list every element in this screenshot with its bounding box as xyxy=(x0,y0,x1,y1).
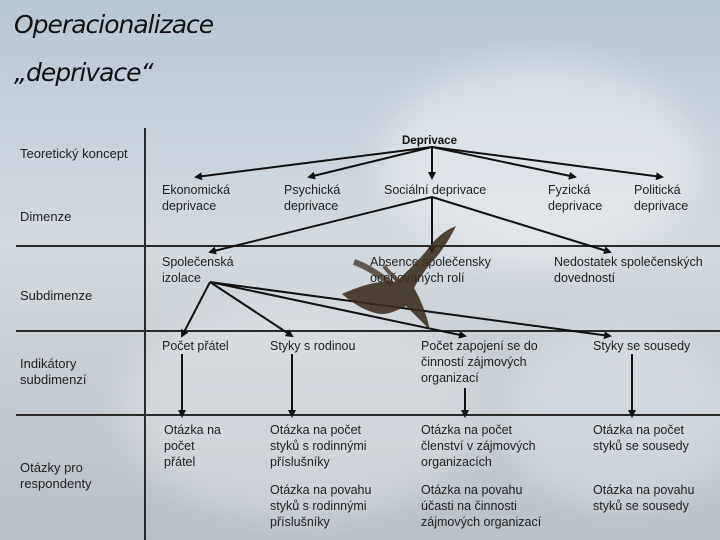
arrow-social-isolation xyxy=(208,196,433,255)
row-label-dimensions: Dimenze xyxy=(20,209,72,224)
dimension-economic: Ekonomická deprivace xyxy=(162,183,231,213)
arrow-concept-psychic xyxy=(307,146,433,180)
arrow-isolation-organizations xyxy=(209,281,467,339)
arrow-isolation-friends xyxy=(181,281,211,338)
question-organizations-nature: Otázka na povahu účasti na činnosti zájm… xyxy=(421,483,542,529)
dimension-physical: Fyzická deprivace xyxy=(548,183,603,213)
question-family-count: Otázka na počet styků s rodinnými příslu… xyxy=(270,423,367,469)
row-label-indicators: Indikátory subdimenzí xyxy=(20,356,87,387)
subdimension-isolation: Společenská izolace xyxy=(162,255,234,285)
row-label-concept: Teoretický koncept xyxy=(20,146,128,161)
title-line-1: Operacionalizace xyxy=(14,10,214,39)
row-separator-2 xyxy=(16,330,720,332)
row-label-questions: Otázky pro respondenty xyxy=(20,460,92,491)
row-label-divider xyxy=(144,128,146,540)
subdimension-skills: Nedostatek společenských dovedností xyxy=(554,255,703,285)
concept-node: Deprivace xyxy=(402,135,457,147)
question-membership-count: Otázka na počet členství v zájmových org… xyxy=(421,423,536,469)
arrow-concept-economic xyxy=(194,146,433,181)
bird-image xyxy=(342,226,456,330)
arrow-concept-political xyxy=(431,146,664,181)
row-separator-1 xyxy=(16,245,720,247)
indicator-family: Styky s rodinou xyxy=(270,339,356,353)
question-neighbours-nature: Otázka na povahu styků se sousedy xyxy=(593,483,695,513)
question-family-nature: Otázka na povahu styků s rodinnými přísl… xyxy=(270,483,372,529)
indicator-neighbours: Styky se sousedy xyxy=(593,339,691,353)
question-neighbours-count: Otázka na počet styků se sousedy xyxy=(593,423,689,453)
dimension-political: Politická deprivace xyxy=(634,183,689,213)
indicator-organizations: Počet zapojení se do činností zájmových … xyxy=(421,339,538,385)
row-label-subdimensions: Subdimenze xyxy=(20,288,93,303)
arrow-concept-physical xyxy=(431,146,577,180)
dimension-social: Sociální deprivace xyxy=(384,183,487,197)
question-friends-count: Otázka na počet přátel xyxy=(164,423,221,469)
dimension-psychic: Psychická deprivace xyxy=(284,183,341,213)
indicator-friends: Počet přátel xyxy=(162,339,229,353)
title-line-2: „deprivace“ xyxy=(14,58,153,87)
arrow-isolation-family xyxy=(209,281,294,338)
row-separator-3 xyxy=(16,414,720,416)
arrow-social-skills xyxy=(431,196,612,255)
